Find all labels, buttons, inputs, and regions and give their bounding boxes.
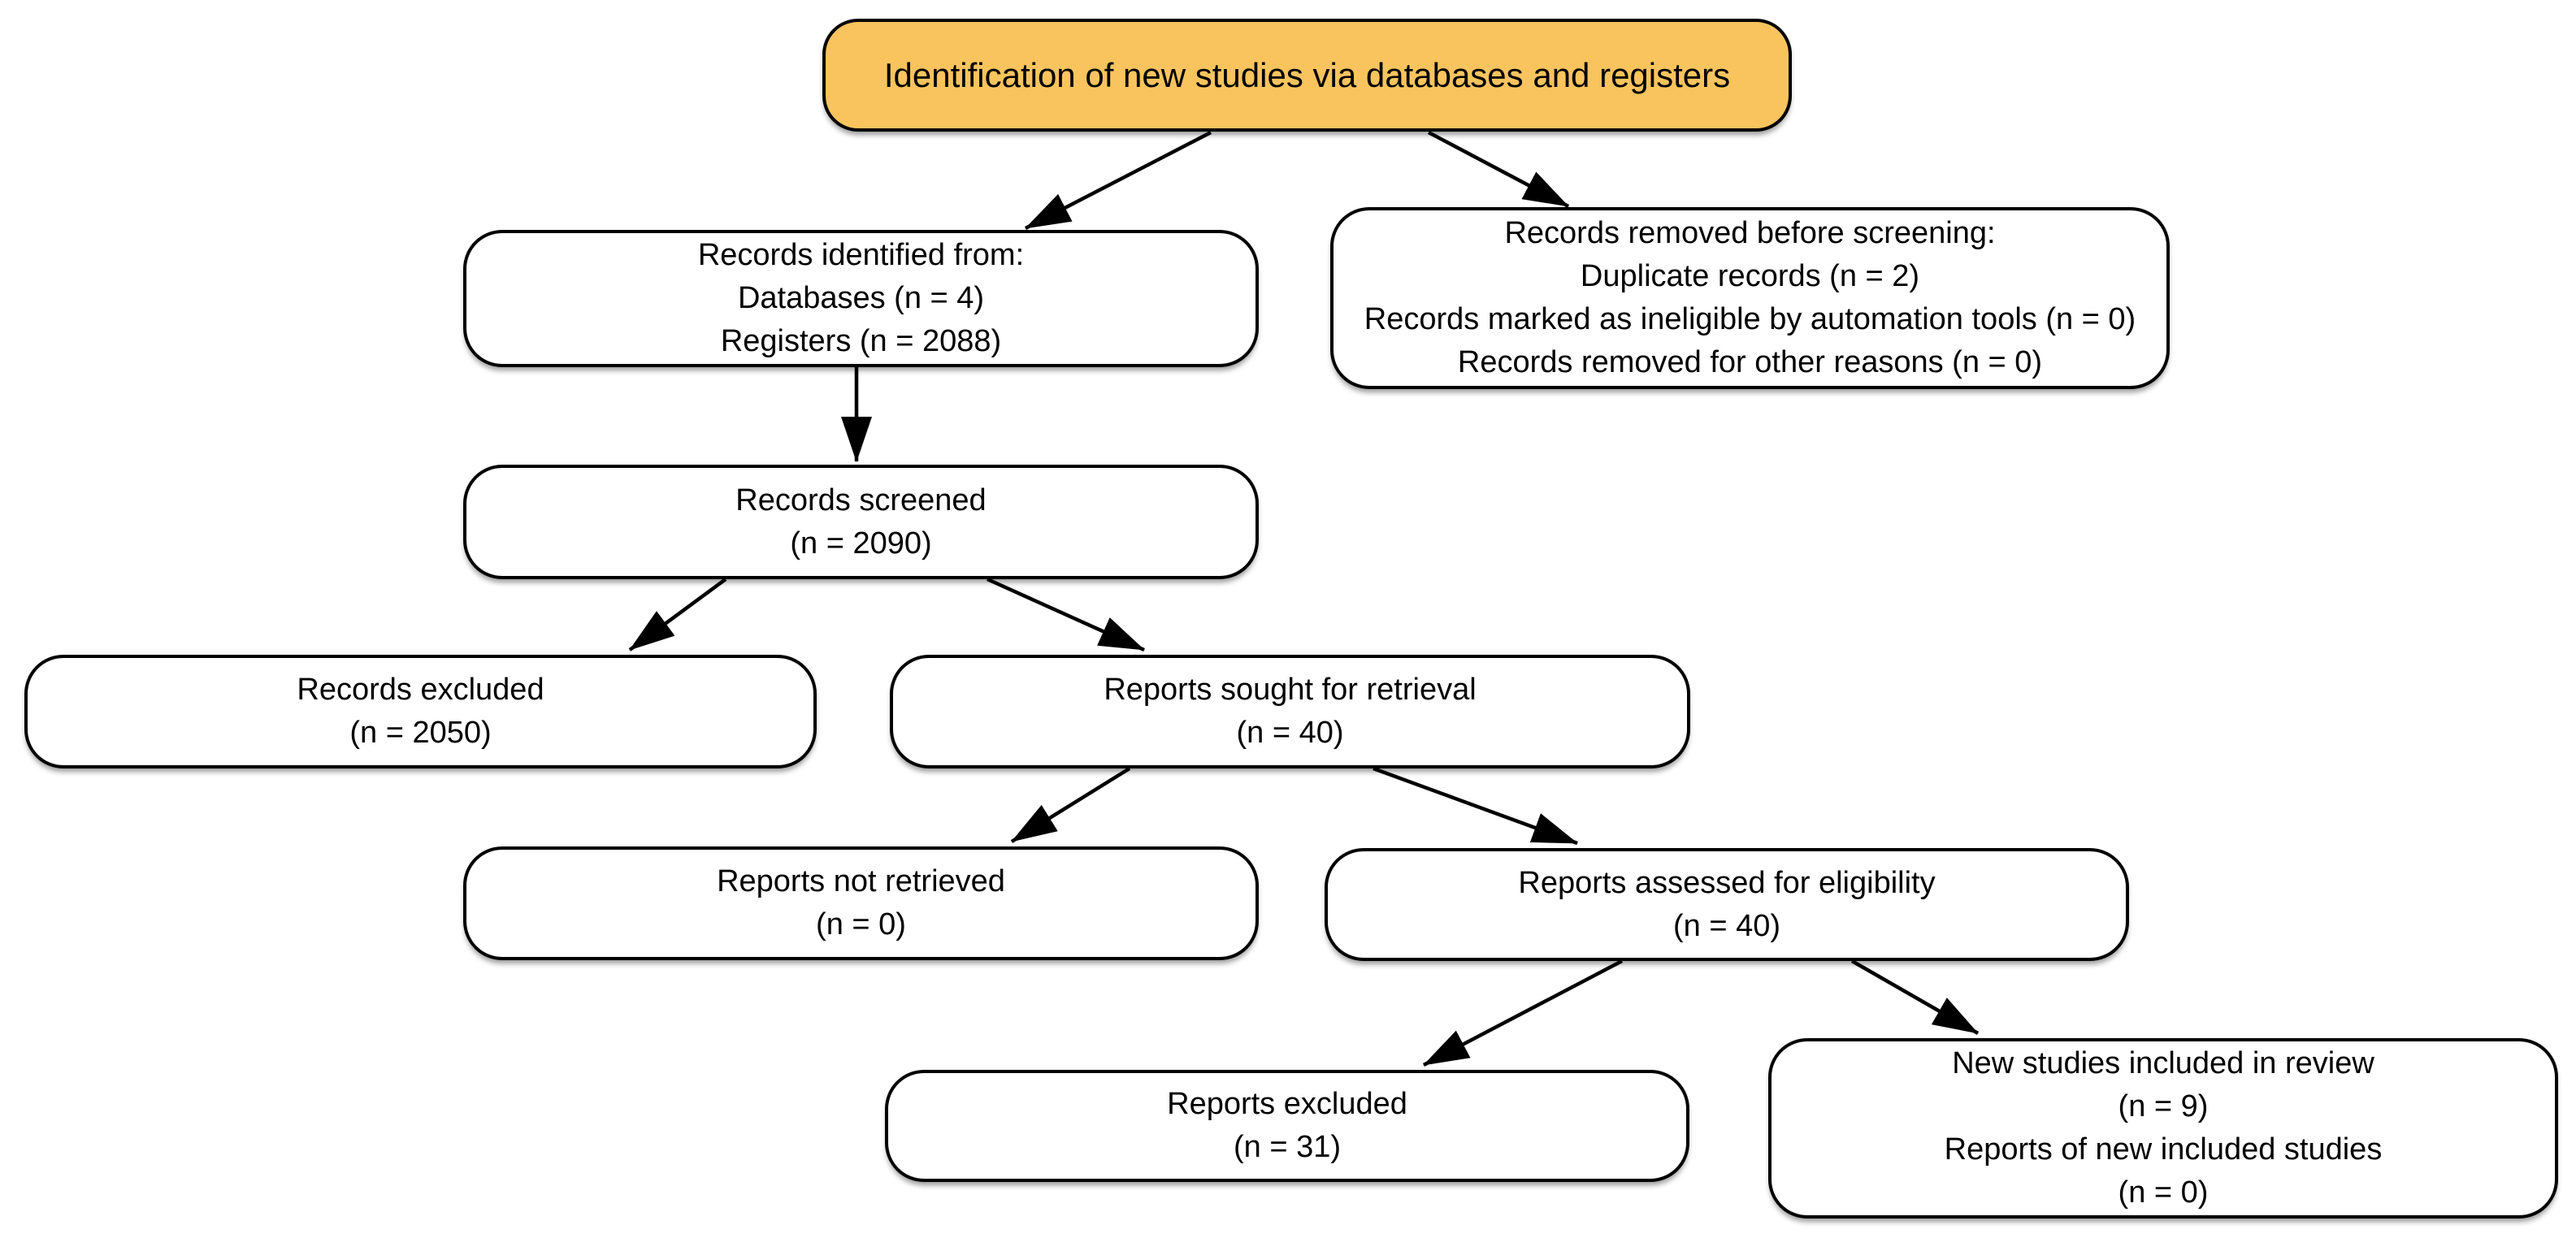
box-line: Records identified from: xyxy=(697,238,1025,272)
banner-label: Identification of new studies via databa… xyxy=(883,56,1731,94)
banner-identification: Identification of new studies via databa… xyxy=(822,19,1792,132)
arrow-sought-to-not-retrieved xyxy=(1010,767,1131,843)
arrow-banner-to-records-identified xyxy=(1024,131,1212,230)
arrow-banner-to-records-removed xyxy=(1427,131,1570,208)
box-line: Reports of new included studies xyxy=(1944,1132,2383,1167)
arrow-sought-to-assessed xyxy=(1373,766,1578,846)
box-records-excluded: Records excluded (n = 2050) xyxy=(24,655,817,768)
box-new-studies-included: New studies included in review (n = 9) R… xyxy=(1768,1038,2558,1219)
box-line: (n = 2050) xyxy=(349,716,492,750)
box-line: (n = 40) xyxy=(1672,908,1781,943)
box-line: (n = 0) xyxy=(2118,1175,2209,1210)
box-line: Records removed for other reasons (n = 0… xyxy=(1457,345,2043,379)
box-line: Registers (n = 2088) xyxy=(720,324,1002,358)
box-line: (n = 9) xyxy=(2118,1089,2209,1123)
box-line: Records marked as ineligible by automati… xyxy=(1364,302,2136,336)
box-reports-not-retrieved: Reports not retrieved (n = 0) xyxy=(463,846,1259,960)
box-line: Duplicate records (n = 2) xyxy=(1580,259,1920,293)
box-records-screened: Records screened (n = 2090) xyxy=(463,465,1259,579)
box-line: Records screened xyxy=(735,483,987,517)
box-records-identified: Records identified from: Databases (n = … xyxy=(463,230,1259,367)
box-reports-sought: Reports sought for retrieval (n = 40) xyxy=(890,655,1690,768)
box-line: New studies included in review xyxy=(1952,1046,2374,1080)
box-line: Reports excluded xyxy=(1167,1087,1407,1121)
box-records-removed: Records removed before screening: Duplic… xyxy=(1330,207,2170,389)
box-line: Reports assessed for eligibility xyxy=(1518,865,1936,900)
box-line: Databases (n = 4) xyxy=(737,281,985,315)
box-line: (n = 2090) xyxy=(790,526,932,561)
box-line: (n = 0) xyxy=(816,907,906,941)
box-line: Records excluded xyxy=(297,673,544,707)
box-line: Reports sought for retrieval xyxy=(1104,673,1477,707)
box-line: (n = 40) xyxy=(1236,716,1344,750)
box-reports-excluded: Reports excluded (n = 31) xyxy=(885,1070,1689,1182)
arrow-screened-to-sought xyxy=(987,577,1145,652)
box-line: Reports not retrieved xyxy=(717,864,1005,898)
box-line: Records removed before screening: xyxy=(1504,216,1996,250)
arrow-assessed-to-reports-excluded xyxy=(1422,959,1624,1067)
arrow-screened-to-excluded xyxy=(628,578,727,651)
box-line: (n = 31) xyxy=(1233,1130,1342,1164)
box-reports-assessed: Reports assessed for eligibility (n = 40… xyxy=(1325,848,2129,961)
arrow-assessed-to-new-studies xyxy=(1850,959,1980,1035)
